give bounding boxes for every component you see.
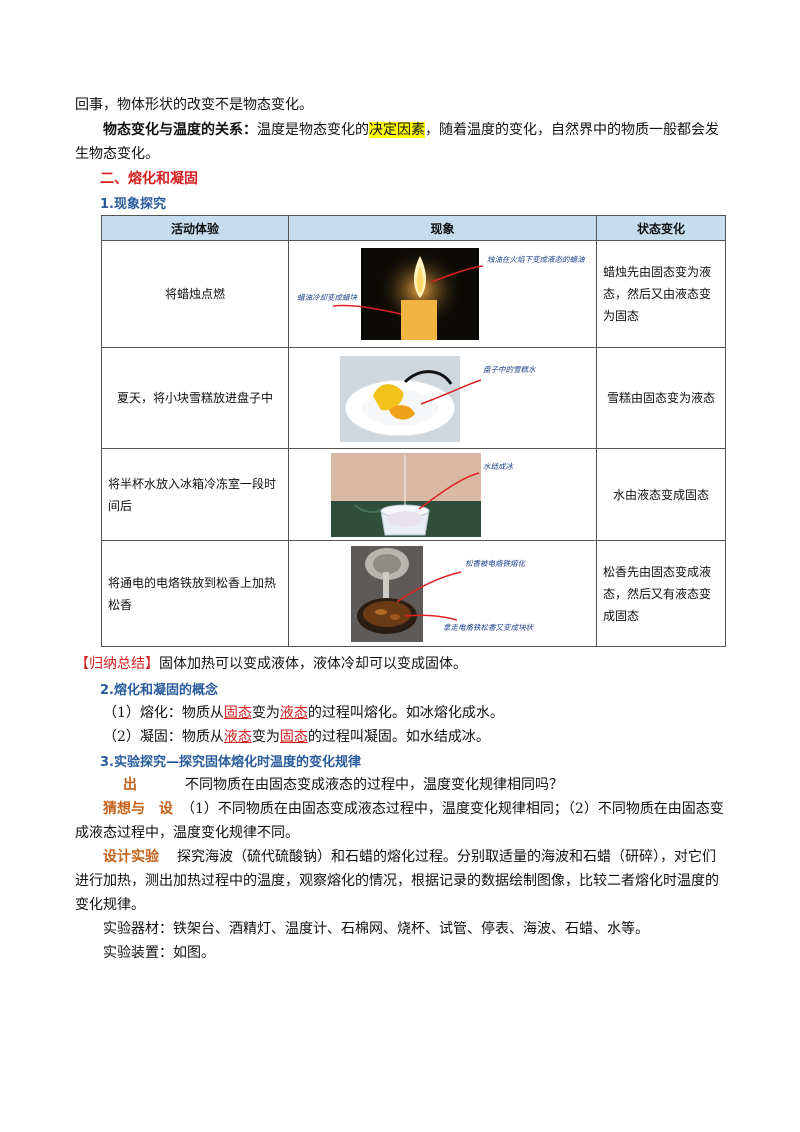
sub2-title: 2.熔化和凝固的概念 — [100, 683, 218, 698]
table-row: 将通电的电烙铁放到松香上加热松香 松香被电烙铁熔化 拿走电烙铁松香又变成块状 — [101, 540, 726, 647]
candle-note-1: 烛油在火焰下变成液态的蜡油 — [487, 255, 586, 264]
header-phenomenon: 现象 — [288, 215, 597, 241]
concept-text: 变为 — [251, 729, 280, 745]
intro-text: 回事，物体形状的改变不是物态变化。 — [75, 97, 313, 113]
relation-highlight: 决定因素 — [369, 122, 425, 138]
concept-text: 的过程叫凝固。如水结成冰。 — [307, 729, 490, 745]
table-header-row: 活动体验 现象 状态变化 — [101, 215, 726, 241]
summary-line: 【归纳总结】固体加热可以变成液体，液体冷却可以变成固体。 — [75, 652, 725, 676]
activity-cell: 将通电的电烙铁放到松香上加热松香 — [101, 540, 289, 647]
apparatus-line: 实验装置：如图。 — [103, 945, 215, 961]
summary-text: 固体加热可以变成液体，液体冷却可以变成固体。 — [159, 656, 467, 672]
design-paragraph: 设计实验探究海波（硫代硫酸钠）和石蜡的熔化过程。分别取适量的海波和石蜡（研碎），… — [75, 845, 725, 917]
design-text: 探究海波（硫代硫酸钠）和石蜡的熔化过程。分别取适量的海波和石蜡（研碎），对它们进… — [75, 849, 719, 913]
phenomenon-cell: 水结成冰 — [288, 448, 597, 541]
rosin-note-2: 拿走电烙铁松香又变成块状 — [443, 623, 534, 632]
question-line: 出 不同物质在由固态变成液态的过程中，温度变化规律相同吗？ — [75, 773, 725, 797]
sub3-title: 3.实验探究—探究固体熔化时温度的变化规律 — [100, 755, 361, 770]
phenomenon-cell: 烛油在火焰下变成液态的蜡油 蜡油冷却变成蜡块 — [288, 240, 597, 348]
concept-solidification: （2）凝固：物质从液态变为固态的过程叫凝固。如水结成冰。 — [103, 725, 753, 749]
table-row: 将蜡烛点燃 烛油在火焰下变成液态的蜡油 — [101, 240, 726, 348]
change-cell: 蜡烛先由固态变为液态，然后又由液态变为固态 — [596, 240, 726, 348]
sub1-title: 1.现象探究 — [100, 197, 166, 212]
concept-blank: 液态 — [279, 705, 308, 721]
ice-cup-image: 水结成冰 — [330, 452, 514, 537]
activity-cell: 夏天，将小块雪糕放进盘子中 — [101, 347, 289, 449]
concept-text: 的过程叫熔化。如冰熔化成水。 — [307, 705, 504, 721]
question-text: 不同物质在由固态变成液态的过程中，温度变化规律相同吗？ — [185, 777, 563, 793]
phenomenon-cell: 松香被电烙铁熔化 拿走电烙铁松香又变成块状 — [288, 540, 597, 647]
relation-paragraph: 物态变化与温度的关系：温度是物态变化的决定因素，随着温度的变化，自然界中的物质一… — [75, 118, 725, 166]
rosin-image: 松香被电烙铁熔化 拿走电烙铁松香又变成块状 — [350, 545, 534, 642]
relation-pre: 温度是物态变化的 — [257, 122, 369, 138]
relation-post: ，随着温度的变化，自然界中的物质一般都会发生物态变化。 — [75, 122, 719, 162]
popsicle-note: 盘子中的雪糕水 — [483, 365, 536, 374]
concept-blank: 固态 — [223, 705, 252, 721]
change-cell: 松香先由固态变成液态，然后又有液态变成固态 — [596, 540, 726, 647]
activity-cell: 将蜡烛点燃 — [101, 240, 289, 348]
activity-cell: 将半杯水放入冰箱冷冻室一段时间后 — [101, 448, 289, 541]
ice-note: 水结成冰 — [483, 462, 514, 471]
section2-title: 二、熔化和凝固 — [100, 171, 198, 187]
table-row: 将半杯水放入冰箱冷冻室一段时间后 水结成冰 水由液态变成固态 — [101, 448, 726, 541]
hypothesis-text: （1）不同物质在由固态变成液态过程中，温度变化规律相同；（2）不同物质在由固态变… — [75, 801, 724, 841]
concept-blank: 固态 — [279, 729, 308, 745]
summary-tag: 【归纳总结】 — [75, 656, 159, 672]
popsicle-image: 盘子中的雪糕水 — [339, 356, 536, 442]
change-cell: 水由液态变成固态 — [596, 448, 726, 541]
rosin-note-1: 松香被电烙铁熔化 — [465, 559, 526, 568]
question-label: 出 — [123, 777, 137, 793]
phenomena-table: 活动体验 现象 状态变化 将蜡烛点燃 — [101, 215, 726, 647]
phenomenon-cell: 盘子中的雪糕水 — [288, 347, 597, 449]
concept-melting: （1）熔化：物质从固态变为液态的过程叫熔化。如冰熔化成水。 — [103, 701, 753, 725]
change-cell: 雪糕由固态变为液态 — [596, 347, 726, 449]
hypothesis-paragraph: 猜想与 设（1）不同物质在由固态变成液态过程中，温度变化规律相同；（2）不同物质… — [75, 797, 725, 845]
table-row: 夏天，将小块雪糕放进盘子中 盘子中的雪糕水 雪糕由固态变为液态 — [101, 347, 726, 449]
candle-image: 烛油在火焰下变成液态的蜡油 蜡油冷却变成蜡块 — [297, 248, 586, 340]
candle-note-2: 蜡油冷却变成蜡块 — [297, 293, 357, 302]
concept-text: 变为 — [251, 705, 280, 721]
concept-text: （2）凝固：物质从 — [103, 729, 224, 745]
relation-label: 物态变化与温度的关系： — [103, 122, 257, 138]
equipment-line: 实验器材：铁架台、酒精灯、温度计、石棉网、烧杯、试管、停表、海波、石蜡、水等。 — [103, 921, 649, 937]
header-activity: 活动体验 — [101, 215, 289, 241]
design-label: 设计实验 — [103, 849, 159, 865]
header-state-change: 状态变化 — [596, 215, 726, 241]
concept-text: （1）熔化：物质从 — [103, 705, 224, 721]
concept-blank: 液态 — [223, 729, 252, 745]
hypothesis-label: 猜想与 设 — [103, 801, 173, 817]
